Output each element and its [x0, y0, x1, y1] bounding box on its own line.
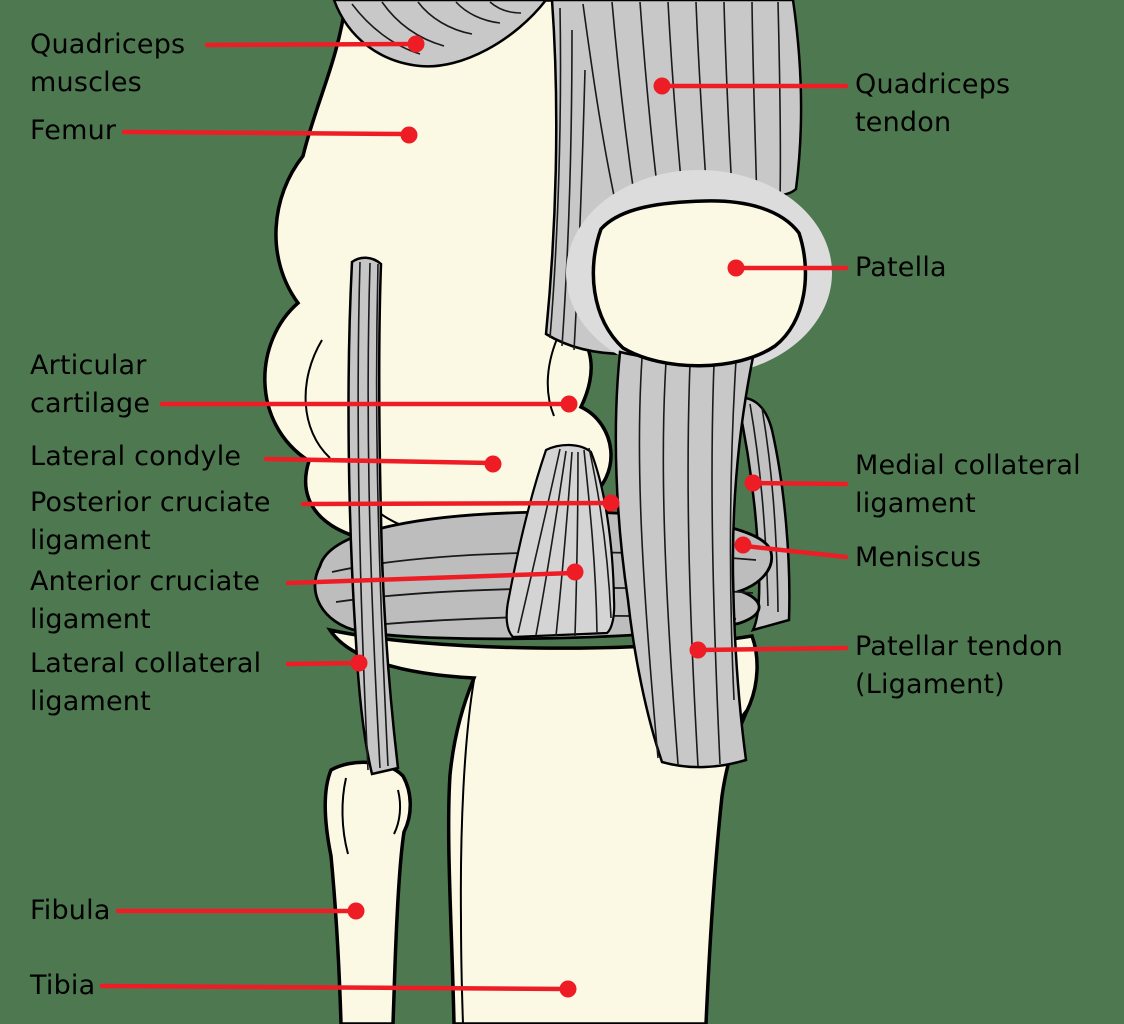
- label-patellar-tendon: Patellar tendon (Ligament): [855, 631, 1064, 700]
- leader-line-femur: [121, 129, 410, 137]
- dot-patellar-tendon: [689, 641, 707, 659]
- leader-line-lateral-collateral: [285, 660, 360, 667]
- fibula-bone: [323, 760, 412, 1024]
- label-medial-collateral-ligament: Medial collateral ligament: [855, 450, 1081, 519]
- label-lateral-condyle: Lateral condyle: [30, 441, 242, 472]
- leader-line-medial-collateral: [752, 480, 849, 487]
- leader-lines: [99, 41, 849, 992]
- dot-meniscus: [734, 536, 752, 554]
- label-posterior-cruciate-ligament: Posterior cruciate ligament: [30, 487, 271, 556]
- mcl-striations: [749, 403, 779, 613]
- label-tibia: Tibia: [30, 970, 96, 1001]
- dot-lateral-condyle: [484, 455, 502, 473]
- leader-line-posterior-cruciate: [300, 500, 612, 507]
- fibula-contours: [341, 777, 402, 855]
- cruciate-striations: [517, 447, 612, 637]
- leader-line-tibia: [99, 983, 569, 992]
- leader-line-meniscus: [742, 543, 849, 560]
- label-meniscus: Meniscus: [855, 542, 982, 573]
- lateral-collateral-ligament-band: [347, 256, 400, 776]
- dot-quadriceps-tendon: [653, 77, 671, 95]
- quadriceps-striations: [351, 1, 782, 351]
- dot-anterior-cruciate: [566, 563, 584, 581]
- leader-line-anterior-cruciate: [285, 570, 576, 586]
- leader-dots: [347, 35, 762, 998]
- label-femur: Femur: [30, 115, 117, 146]
- cruciate-ligaments-fan: [505, 443, 616, 639]
- medial-collateral-ligament-band: [735, 396, 791, 632]
- label-quadriceps-tendon: Quadriceps tendon: [855, 69, 1011, 138]
- dot-quadriceps-muscles: [407, 35, 425, 53]
- dot-patella: [727, 259, 745, 277]
- dot-medial-collateral: [744, 474, 762, 492]
- label-patella: Patella: [855, 252, 947, 283]
- patella-bone: [591, 199, 808, 368]
- leader-line-quadriceps-muscles: [204, 41, 417, 48]
- dot-femur: [400, 126, 418, 144]
- lcl-striations: [357, 261, 389, 771]
- label-fibula: Fibula: [30, 895, 111, 926]
- leader-line-patellar-tendon: [697, 645, 849, 653]
- dot-fibula: [347, 902, 365, 920]
- label-articular-cartilage: Articular cartilage: [30, 350, 151, 419]
- dot-lateral-collateral: [350, 654, 368, 672]
- dot-articular-cartilage: [560, 395, 578, 413]
- leader-line-lateral-condyle: [263, 456, 494, 466]
- label-quadriceps-muscles: Quadriceps muscles: [30, 29, 186, 98]
- dot-tibia: [559, 980, 577, 998]
- dot-posterior-cruciate: [602, 494, 620, 512]
- label-anterior-cruciate-ligament: Anterior cruciate ligament: [30, 566, 261, 635]
- label-lateral-collateral-ligament: Lateral collateral ligament: [30, 648, 262, 717]
